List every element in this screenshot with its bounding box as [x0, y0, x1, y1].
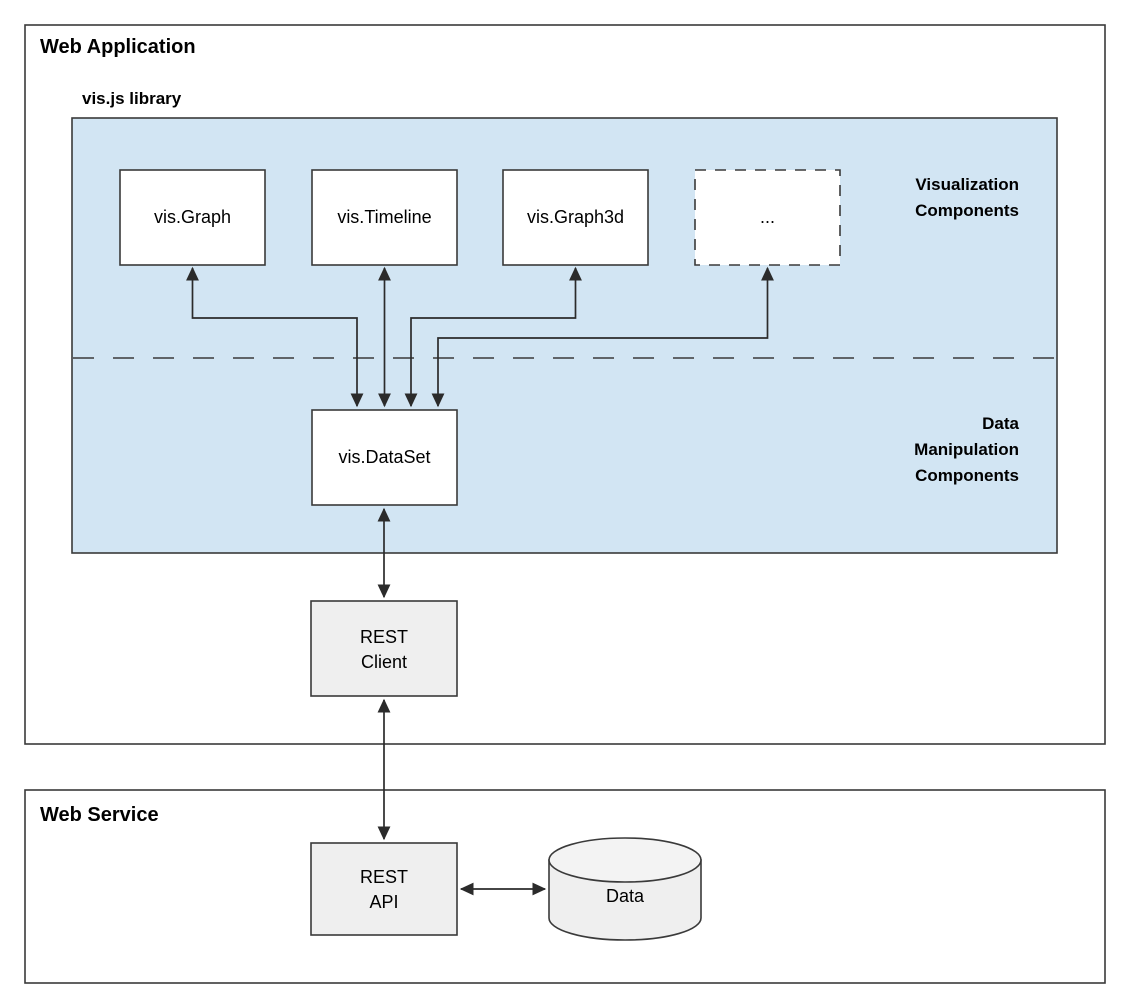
node-rest-api[interactable]: [310, 842, 458, 936]
web-service-title: Web Service: [40, 804, 159, 826]
visualization-components-label-line1: Visualization: [915, 175, 1019, 194]
node-more-components-label: ...: [760, 207, 775, 227]
connector-vis-graph-to-dataset: [185, 266, 364, 408]
node-vis-graph3d[interactable]: [502, 169, 649, 266]
node-rest-client-label-line1: REST: [360, 627, 408, 647]
node-rest-api-label-line1: REST: [360, 867, 408, 887]
node-vis-graph3d-label: vis.Graph3d: [527, 207, 624, 227]
node-vis-graph-label: vis.Graph: [154, 207, 231, 227]
data-manipulation-label-line2: Manipulation: [914, 440, 1019, 459]
node-vis-timeline-label: vis.Timeline: [337, 207, 431, 227]
database-cylinder-body: [548, 859, 702, 941]
node-more-components[interactable]: [694, 169, 841, 266]
visualization-components-label-line2: Components: [915, 201, 1019, 220]
node-vis-graph[interactable]: [119, 169, 266, 266]
data-manipulation-label-line1: Data: [982, 414, 1019, 433]
node-rest-client[interactable]: [310, 600, 458, 697]
node-vis-dataset-label: vis.DataSet: [338, 447, 430, 467]
vis-js-library-title: vis.js library: [82, 89, 182, 108]
connector-more-components-to-dataset: [431, 266, 775, 408]
node-vis-timeline[interactable]: [311, 169, 458, 266]
database-cylinder[interactable]: Data: [548, 837, 702, 941]
database-cylinder-top: [548, 837, 702, 883]
node-vis-dataset[interactable]: [311, 409, 458, 506]
node-rest-client-label-line2: Client: [361, 652, 407, 672]
node-rest-api-label-line2: API: [369, 892, 398, 912]
data-manipulation-label-line3: Components: [915, 466, 1019, 485]
database-label: Data: [606, 886, 645, 906]
web-application-title: Web Application: [40, 36, 196, 58]
